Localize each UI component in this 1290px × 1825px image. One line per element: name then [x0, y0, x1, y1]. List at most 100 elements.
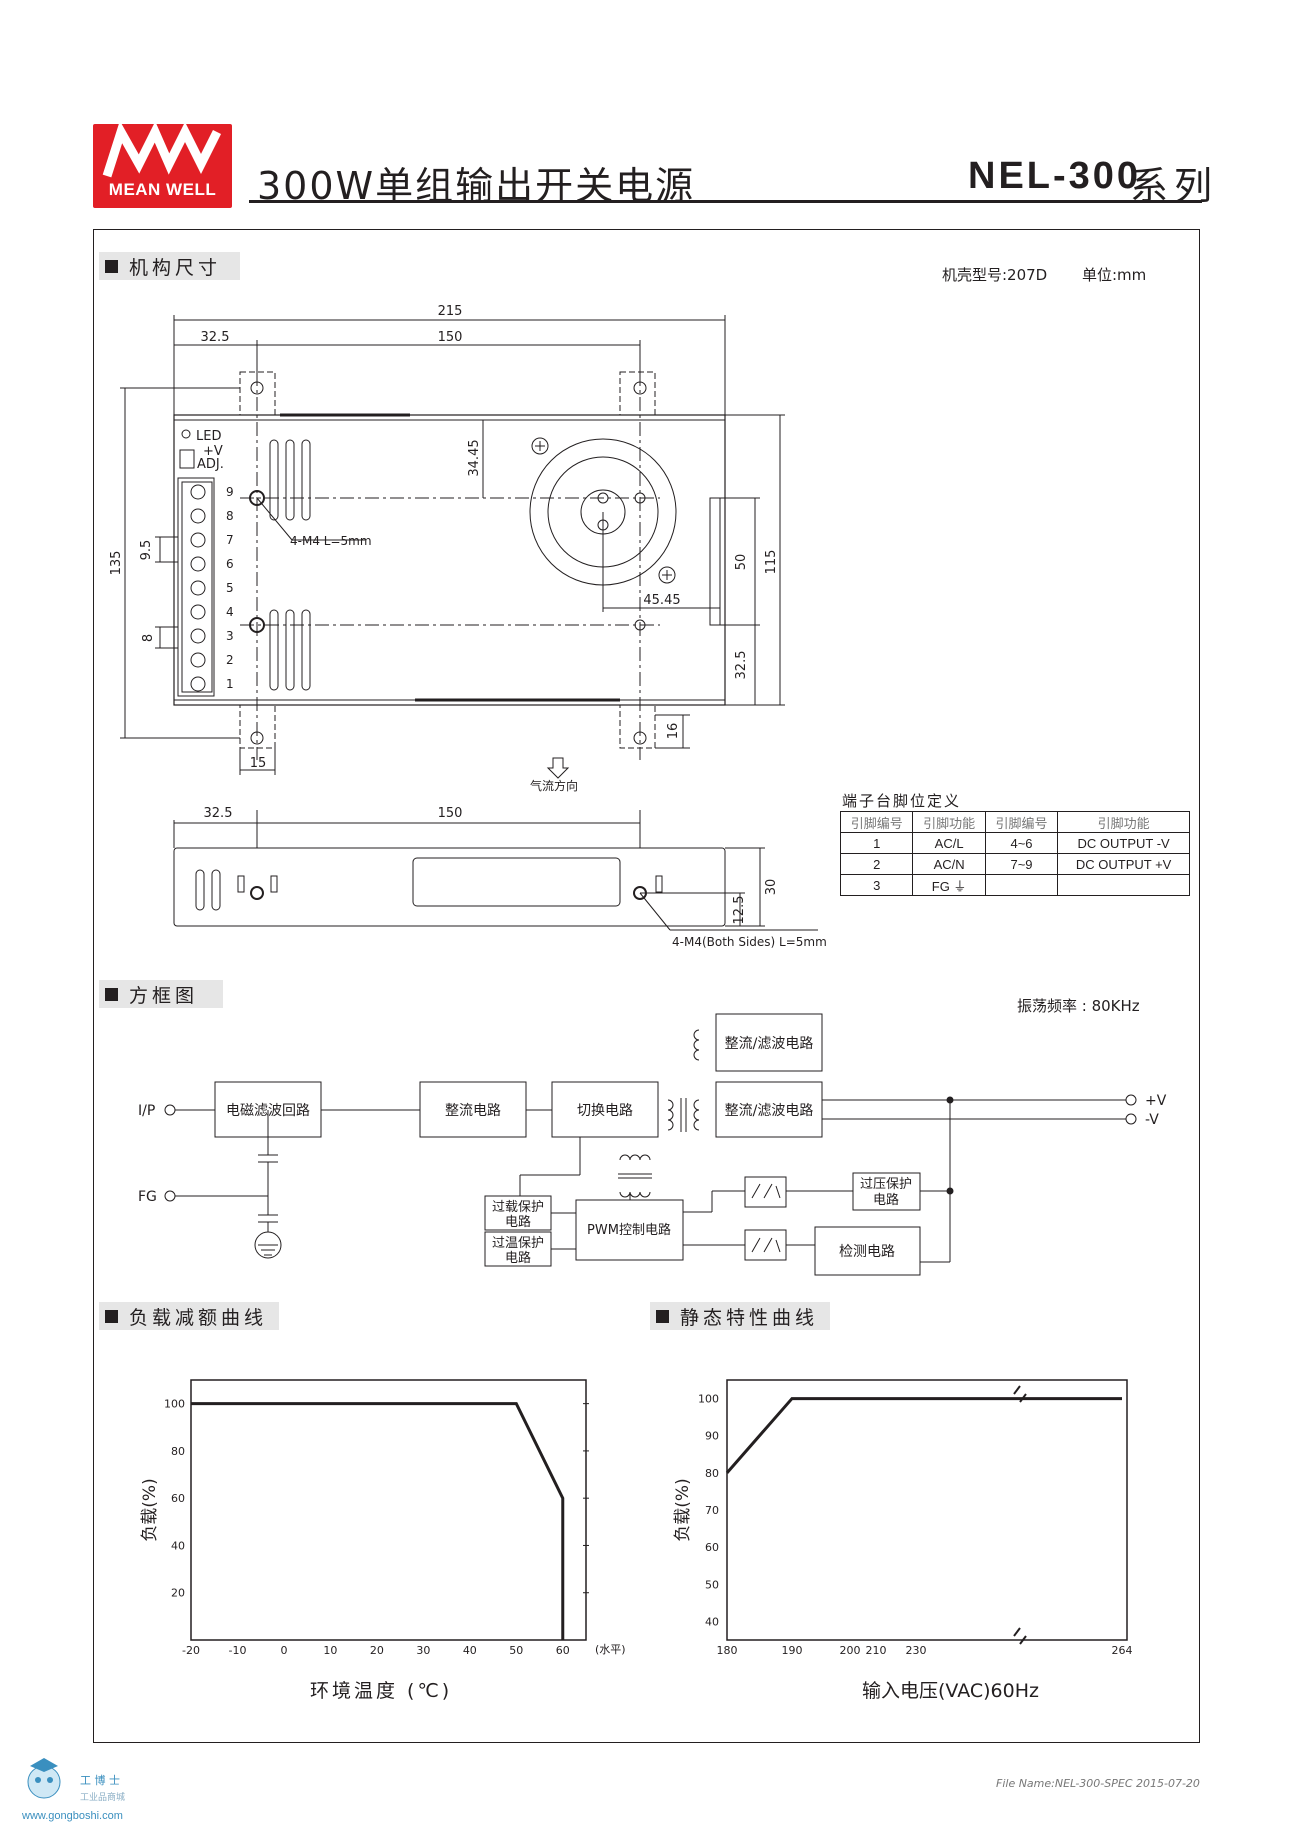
rect-filter-top-label: 整流/滤波电路	[725, 1036, 814, 1052]
rect-filter-main-block	[715, 1081, 823, 1138]
dim-12-5: 12.5	[732, 896, 747, 925]
ovp-label-2: 电路	[873, 1192, 899, 1208]
out-neg-label: -V	[1145, 1112, 1159, 1128]
section-static: 静态特性曲线	[650, 1302, 830, 1330]
ip-label: I/P	[138, 1103, 155, 1119]
pin-cell: DC OUTPUT +V	[1057, 853, 1190, 875]
out-pos-label: +V	[1145, 1093, 1167, 1109]
derating-y-tick: 20	[171, 1587, 185, 1600]
section-square-icon	[105, 259, 118, 273]
pin-cell: AC/N	[912, 853, 986, 875]
derating-x-tick: 40	[463, 1644, 477, 1657]
pin-cell: 1	[839, 832, 914, 854]
static-x-tick: 264	[1112, 1644, 1133, 1657]
section-derating-label: 负载减额曲线	[129, 1306, 268, 1329]
optocoupler-bottom	[744, 1229, 787, 1261]
pin-cell: FG ⏚	[912, 874, 986, 896]
static-y-tick: 80	[705, 1467, 719, 1480]
dim-32-5: 32.5	[201, 330, 230, 345]
dim-30: 30	[764, 879, 779, 896]
static-y-tick: 50	[705, 1578, 719, 1591]
derating-xlabel: 环境温度 (℃)	[310, 1680, 452, 1702]
olp-label-2: 电路	[505, 1214, 531, 1230]
section-derating: 负载减额曲线	[99, 1302, 279, 1330]
dim-side-150: 150	[438, 806, 463, 821]
unit-note: 单位:mm	[1082, 266, 1147, 284]
pin-table: 引脚编号 引脚功能 引脚编号 引脚功能 1 AC/L 4~6 DC OUTPUT…	[839, 811, 1190, 896]
optocoupler-top	[744, 1176, 787, 1208]
gongboshi-mascot-icon	[27, 1758, 61, 1799]
pin-cell	[1057, 874, 1190, 896]
static-y-tick: 40	[705, 1615, 719, 1628]
dim-side-32-5: 32.5	[204, 806, 233, 821]
dim-215: 215	[438, 304, 463, 319]
airflow-label: 气流方向	[530, 778, 578, 793]
block-diagram: I/P FG 电磁滤波回路 整流电路 切换电路 整流/滤波电路 整流/滤波电路 …	[138, 1013, 1167, 1276]
dim-34-45: 34.45	[467, 439, 482, 476]
rect-filter-top-block	[715, 1013, 823, 1072]
section-square-icon	[105, 1309, 118, 1323]
optocoupler-icon	[751, 1183, 781, 1253]
static-y-tick: 60	[705, 1541, 719, 1554]
static-series-line	[725, 1397, 1122, 1474]
pin-table-header: 引脚功能	[912, 811, 986, 833]
footer-sub: 工业品商城	[80, 1793, 126, 1803]
terminal-number: 2	[226, 653, 234, 667]
static-ylabel: 负载(%)	[673, 1478, 693, 1541]
table-row: 3 FG ⏚	[839, 874, 1190, 896]
olp-label-1: 过载保护	[492, 1200, 544, 1215]
dim-15: 15	[250, 756, 267, 771]
derating-y-tick: 60	[171, 1492, 185, 1505]
table-row: 1 AC/L 4~6 DC OUTPUT -V	[839, 832, 1190, 854]
pin-cell: DC OUTPUT -V	[1057, 832, 1190, 854]
emi-label: 电磁滤波回路	[226, 1103, 310, 1119]
derating-y-tick: 100	[164, 1398, 185, 1411]
static-x-tick: 190	[782, 1644, 803, 1657]
static-y-tick: 70	[705, 1504, 719, 1517]
dim-50: 50	[734, 554, 749, 571]
mean-well-logo	[93, 120, 232, 208]
adj-label-v: +V	[203, 444, 223, 459]
dim-16: 16	[666, 723, 681, 740]
footer-file-name: File Name:NEL-300-SPEC 2015-07-20	[996, 1777, 1200, 1790]
section-square-icon	[105, 987, 118, 1001]
adj-label: ADJ.	[197, 457, 224, 472]
section-block-label: 方框图	[129, 984, 199, 1007]
static-x-tick: 200	[840, 1644, 861, 1657]
derating-series-line	[191, 1402, 565, 1640]
static-x-tick: 180	[717, 1644, 738, 1657]
derating-x-tick: 60	[556, 1644, 570, 1657]
derating-y-tick: 80	[171, 1445, 185, 1458]
section-square-icon	[656, 1309, 669, 1323]
title-rule	[249, 200, 1202, 203]
dim-150: 150	[438, 330, 463, 345]
dim-135: 135	[109, 551, 124, 576]
section-block-diagram: 方框图	[99, 980, 223, 1008]
static-xlabel: 输入电压(VAC)60Hz	[862, 1680, 1039, 1702]
mw-logo-mark-icon	[102, 120, 222, 178]
section-static-label: 静态特性曲线	[680, 1306, 819, 1329]
terminal-number: 4	[226, 605, 234, 619]
pin-cell: 7~9	[984, 853, 1059, 875]
switch-block	[551, 1081, 659, 1138]
case-number: 机壳型号:207D	[942, 266, 1048, 284]
main-frame	[93, 229, 1200, 1743]
pin-cell: AC/L	[912, 832, 986, 854]
table-row: 2 AC/N 7~9 DC OUTPUT +V	[839, 853, 1190, 875]
detect-label: 检测电路	[839, 1244, 895, 1260]
pin-table-header: 引脚编号	[984, 811, 1059, 833]
static-y-tick: 90	[705, 1430, 719, 1443]
derating-x-tick: 0	[280, 1644, 287, 1657]
dim-9-5: 9.5	[139, 540, 154, 561]
led-label: LED	[196, 429, 221, 444]
otp-label-1: 过温保护	[492, 1236, 544, 1251]
derating-x-tick: 20	[370, 1644, 384, 1657]
dim-8: 8	[141, 634, 156, 642]
derating-ylabel: 负载(%)	[140, 1478, 160, 1541]
terminal-number: 5	[226, 581, 234, 595]
ovp-label-1: 过压保护	[860, 1177, 912, 1192]
pin-table-header-row: 引脚编号 引脚功能 引脚编号 引脚功能	[839, 811, 1190, 833]
